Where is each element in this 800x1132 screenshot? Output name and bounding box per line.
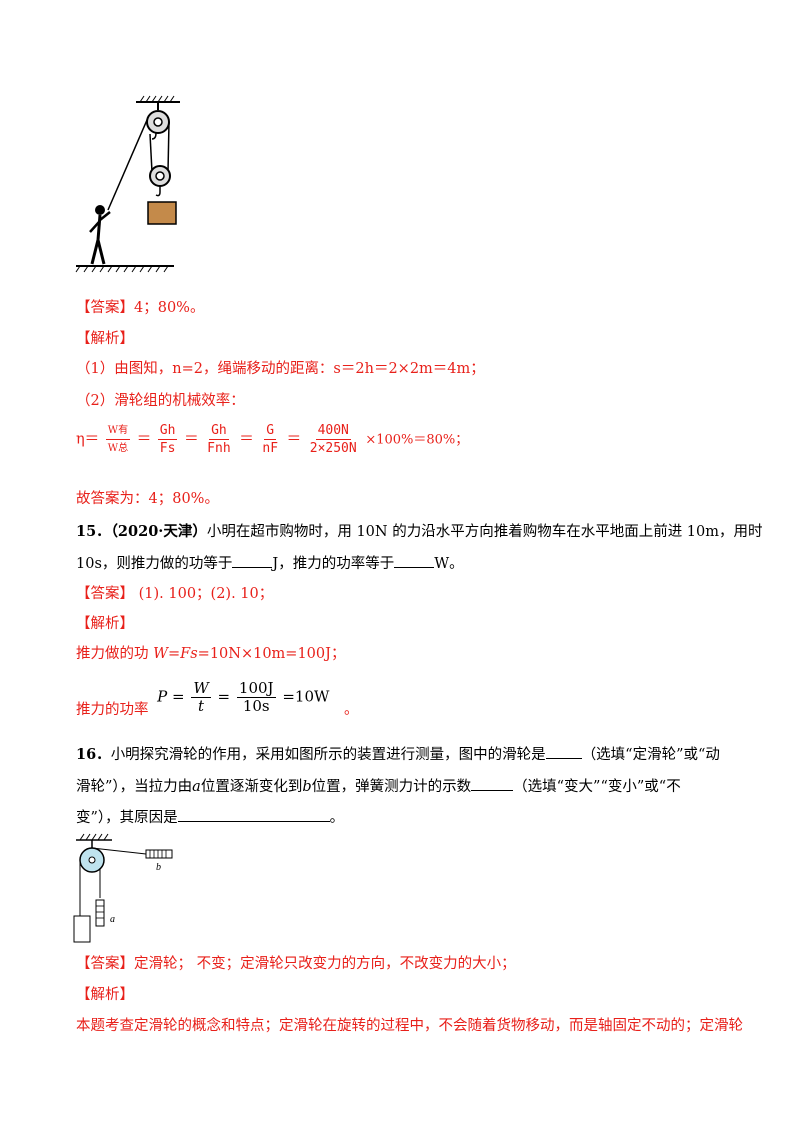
reading-blank[interactable] [471,776,514,791]
q16-analysis-text: 本题考查定滑轮的概念和特点；定滑轮在旋转的过程中，不会随着货物移动，而是轴固定不… [76,1018,743,1034]
q14-efficiency-formula: η＝ W有 W总 ＝ Gh Fs ＝ Gh Fnh ＝ G nF ＝ 400N … [76,422,469,457]
q15-question-line1: 15．（2020·天津）小明在超市购物时，用 10N 的力沿水平方向推着购物车在… [76,523,763,540]
q14-answer-line: 【答案】4；80%。 [76,298,204,318]
work-fraction: W有 W总 [105,422,131,457]
fixed-pulley-figure: b a [73,833,173,943]
eta-symbol: η＝ [76,431,100,448]
power-equation: P = W t = 100J 10s =10W [157,679,330,715]
answer-text: 定滑轮； 不变；定滑轮只改变力的方向，不改变力的大小； [134,956,516,972]
answer-tag: 【答案】 [76,586,134,602]
answer-text: 4；80%。 [134,300,205,316]
q15-analysis-tag: 【解析】 [76,616,134,632]
answer-text: (1). 100；(2). 10； [138,586,274,602]
work-formula: W=Fs [153,646,198,662]
q14-step2: （2）滑轮组的机械效率： [76,393,245,409]
q16-analysis-tag: 【解析】 [76,987,134,1003]
pulley-system-figure [75,95,180,273]
pulley-type-blank[interactable] [545,744,582,759]
work-blank[interactable] [232,553,273,568]
fraction-g-nf: G nF [262,423,279,456]
formula-tail: ×100%＝80%； [365,432,469,448]
q15-work-line: 推力做的功 W=Fs=10N×10m=100J； [76,646,346,662]
answer-tag: 【答案】 [76,300,134,316]
fraction-gh-fs: Gh Fs [157,423,178,456]
q14-conclusion: 故答案为：4；80%。 [76,491,219,507]
q16-question-line3: 变”），其原因是。 [76,807,344,828]
power-blank[interactable] [394,553,435,568]
q14-step1: （1）由图知，n=2，绳端移动的距离：s＝2h＝2×2m＝4m； [76,361,485,377]
question-number: 15． [76,523,111,540]
fraction-gh-fnh: Gh Fnh [207,423,231,456]
q16-answer-line: 【答案】定滑轮； 不变；定滑轮只改变力的方向，不改变力的大小； [76,954,516,974]
question-source: （2020·天津） [110,523,207,540]
q15-power-line: 推力的功率 P = W t = 100J 10s =10W 。 [76,679,359,718]
label-a: a [110,914,115,925]
q16-question-line1: 16．小明探究滑轮的作用，采用如图所示的装置进行测量，图中的滑轮是（选填“定滑轮… [76,744,720,763]
reason-blank[interactable] [177,807,330,822]
answer-tag: 【答案】 [76,956,134,972]
fraction-values: 400N 2×250N [309,423,357,456]
q15-answer-line: 【答案】 (1). 100；(2). 10； [76,584,273,604]
q14-analysis-tag: 【解析】 [76,331,134,347]
q16-question-line2: 滑轮”），当拉力由a位置逐渐变化到b位置，弹簧测力计的示数（选填“变大”“变小”… [76,776,681,797]
label-b: b [156,862,161,873]
question-number: 16． [76,746,111,763]
